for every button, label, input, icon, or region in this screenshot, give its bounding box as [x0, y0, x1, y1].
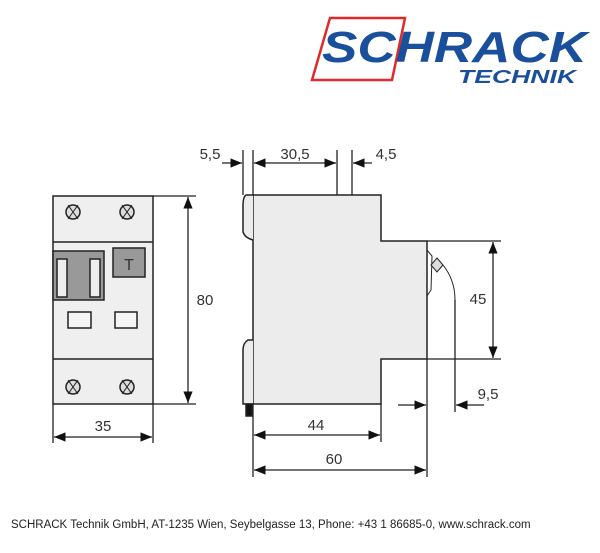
dim-depth-total: 60	[326, 451, 343, 468]
indicator-window	[114, 311, 138, 329]
front-view	[52, 195, 154, 405]
dim-top-width: 30,5	[280, 146, 309, 163]
dim-front-height: 45	[470, 291, 487, 308]
footer-contact: SCHRACK Technik GmbH, AT-1235 Wien, Seyb…	[11, 519, 531, 531]
side-view	[242, 194, 456, 417]
indicator-window	[67, 311, 92, 329]
dim-depth-base: 44	[308, 417, 325, 434]
dim-width: 35	[95, 418, 112, 435]
schrack-logo: SCHRACK TECHNIK	[310, 16, 591, 87]
dim-height: 80	[197, 292, 214, 309]
logo-sub: TECHNIK	[458, 67, 579, 87]
dim-terminal-offset: 9,5	[478, 386, 499, 403]
logo-brand: SCHRACK	[322, 23, 591, 72]
test-button	[112, 247, 146, 278]
dim-top-right: 4,5	[376, 146, 397, 163]
dim-clip-left: 5,5	[200, 146, 221, 163]
test-button-label: T	[124, 257, 134, 274]
terminal-icon	[430, 257, 444, 273]
toggle-lever	[52, 250, 105, 301]
